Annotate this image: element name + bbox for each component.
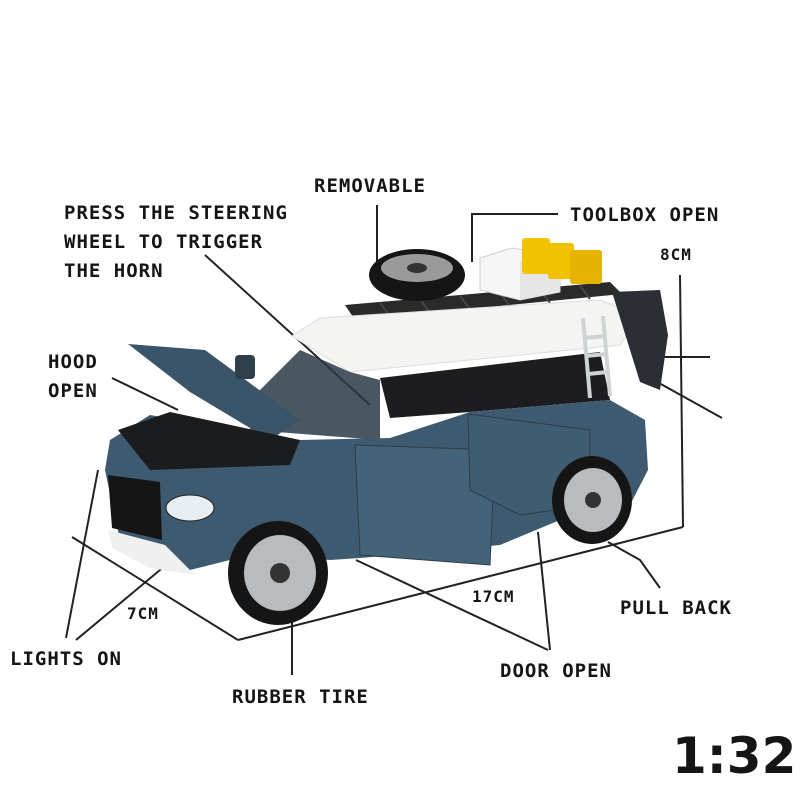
grille bbox=[108, 475, 162, 540]
spare-tire bbox=[369, 249, 465, 301]
steering-line-1: PRESS THE STEERING bbox=[64, 202, 288, 224]
jerry-cans bbox=[522, 238, 602, 284]
hood-line-1: HOOD bbox=[48, 351, 98, 373]
headlight bbox=[165, 494, 215, 522]
front-bumper bbox=[108, 530, 195, 575]
door-open-label: DOOR OPEN bbox=[500, 660, 612, 682]
steering-line-3: THE HORN bbox=[64, 260, 164, 282]
rear-wheel bbox=[552, 456, 632, 544]
removable-label: REMOVABLE bbox=[314, 175, 426, 197]
front-wheel bbox=[228, 521, 328, 625]
hood-line-2: OPEN bbox=[48, 380, 98, 402]
scale-label: 1:32 bbox=[672, 727, 797, 785]
side-windows bbox=[380, 352, 610, 418]
steering-horn-label: PRESS THE STEERING WHEEL TO TRIGGER THE … bbox=[64, 199, 288, 286]
front-door bbox=[354, 444, 496, 566]
rear-door bbox=[612, 290, 668, 390]
width-dimension-label: 7CM bbox=[127, 604, 159, 623]
rear-ladder bbox=[581, 315, 612, 399]
steering-line-2: WHEEL TO TRIGGER bbox=[64, 231, 264, 253]
pull-back-label: PULL BACK bbox=[620, 597, 732, 619]
hood-label: HOOD OPEN bbox=[48, 348, 98, 406]
toolbox-label: TOOLBOX OPEN bbox=[570, 204, 720, 226]
engine-bay bbox=[118, 412, 300, 470]
hood bbox=[128, 344, 300, 440]
length-dimension-label: 17CM bbox=[472, 587, 515, 606]
height-dimension-label: 8CM bbox=[660, 245, 692, 264]
side-mirror bbox=[235, 355, 255, 379]
rubber-tire-label: RUBBER TIRE bbox=[232, 686, 369, 708]
lights-on-label: LIGHTS ON bbox=[10, 648, 122, 670]
